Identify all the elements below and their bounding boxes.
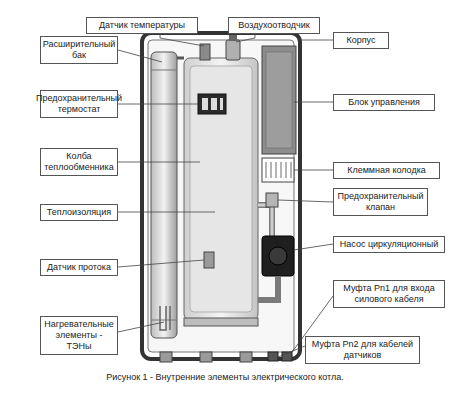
callout-text: Нагревательные элементы - ТЭНы — [44, 319, 114, 352]
tank-seam — [151, 70, 177, 71]
casing — [142, 33, 300, 359]
pipe-fitting — [200, 352, 212, 362]
callout-text: Муфта Pn2 для кабелей датчиков — [309, 339, 416, 361]
pipe — [258, 205, 272, 238]
pipe — [177, 57, 184, 60]
sensor-label: Датчик температуры — [86, 17, 198, 34]
pipe — [258, 276, 278, 300]
pipe — [258, 205, 272, 238]
safety-valve — [266, 193, 278, 207]
flow-sensor-label: Датчик протока — [40, 259, 118, 276]
inner-frame — [148, 40, 294, 352]
pump-label: Насос циркуляционный — [333, 236, 445, 253]
flow-sensor — [204, 252, 214, 268]
air-vent-cap — [229, 35, 237, 41]
heater-label: Нагревательные элементы - ТЭНы — [40, 316, 118, 355]
temperature-sensor — [200, 44, 210, 60]
callout-text: Датчик температуры — [99, 20, 185, 31]
figure-caption: Рисунок 1 - Внутренние элементы электрич… — [0, 372, 450, 383]
air-vent — [226, 40, 240, 60]
heat-exchanger-flask — [184, 58, 258, 320]
callout-text: Предохранительный клапан — [337, 191, 424, 213]
callout-text: Корпус — [346, 35, 375, 46]
heating-elements — [160, 306, 170, 330]
callout-text: Клеммная колодка — [347, 165, 426, 176]
terminal-block — [262, 158, 294, 182]
gland-label: Муфта Pn1 для входа силового кабеля — [333, 280, 445, 308]
callout-text: Датчик протока — [47, 262, 111, 273]
tank-label: Расширительный бак — [40, 36, 118, 64]
callout-text: Воздухоотводчик — [238, 20, 309, 31]
insulation — [190, 66, 252, 312]
thermostat-contact — [202, 98, 208, 110]
thermostat-label: Предохранительный термостат — [40, 90, 118, 118]
callout-text: Предохранительный термостат — [36, 93, 122, 115]
control-block — [262, 46, 296, 154]
pipe-fitting — [240, 352, 252, 362]
flange — [184, 318, 258, 326]
pipe-fitting — [160, 352, 172, 362]
insulation-label: Теплоизоляция — [40, 204, 118, 221]
circulation-pump — [262, 236, 294, 276]
cable-gland — [268, 352, 278, 361]
flask-label: Колба теплообменника — [40, 148, 118, 176]
vent-label: Воздухоотводчик — [228, 17, 320, 34]
control-label: Блок управления — [333, 94, 435, 111]
callout-text: Колба теплообменника — [44, 151, 114, 173]
terminal-label: Клеммная колодка — [333, 162, 440, 179]
terminal-screws — [266, 162, 291, 178]
pump-head — [269, 247, 287, 265]
valve-label: Предохранительный клапан — [333, 188, 428, 216]
callout-text: Муфта Pn1 для входа силового кабеля — [337, 283, 441, 305]
control-panel — [266, 52, 292, 148]
safety-thermostat — [198, 94, 226, 114]
casing-label: Корпус — [333, 32, 389, 49]
callout-text: Теплоизоляция — [47, 207, 111, 218]
thermostat-contact — [220, 98, 223, 110]
callout-text: Насос циркуляционный — [340, 239, 438, 250]
callout-text: Расширительный бак — [43, 39, 116, 61]
expansion-tank — [151, 52, 177, 338]
tank-seam — [151, 320, 177, 321]
leader-lines — [118, 32, 333, 358]
callout-text: Блок управления — [348, 97, 420, 108]
thermostat-contact — [211, 98, 217, 110]
gland-label: Муфта Pn2 для кабелей датчиков — [305, 336, 420, 364]
